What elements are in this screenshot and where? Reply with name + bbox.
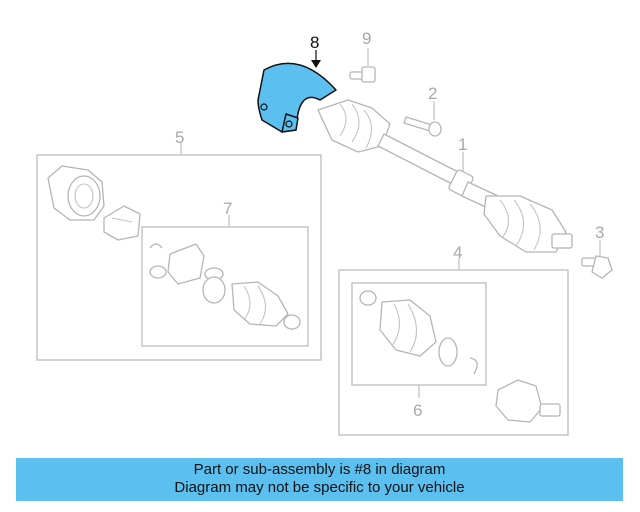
banner-line-disclaimer: Diagram may not be specific to your vehi…	[174, 479, 465, 496]
bolt-part-9	[349, 66, 376, 83]
highlighted-heat-shield-part-8	[257, 62, 337, 133]
callout-5: 5	[175, 128, 184, 147]
axle-shaft-part-1	[317, 99, 573, 253]
callout-2: 2	[428, 84, 437, 103]
info-banner: Part or sub-assembly is #8 in diagram Di…	[16, 458, 623, 501]
joint-housing-part	[47, 165, 141, 241]
callout-4: 4	[453, 243, 462, 262]
callout-6: 6	[413, 401, 422, 420]
inner-joint-parts	[149, 243, 301, 330]
callout-9: 9	[362, 29, 371, 48]
outer-boot-parts	[359, 290, 478, 375]
group-box-5	[36, 154, 322, 361]
callout-8: 8	[310, 33, 319, 52]
bolt-part-2	[403, 116, 442, 137]
banner-line-part-number: Part or sub-assembly is #8 in diagram	[193, 461, 446, 478]
group-box-4	[338, 269, 569, 436]
callout-7: 7	[223, 199, 232, 218]
outer-joint-part	[495, 379, 561, 423]
callout-3: 3	[595, 223, 604, 242]
bolt-part-3	[581, 255, 613, 279]
group-box-7	[141, 226, 309, 347]
callout-1: 1	[458, 135, 467, 154]
